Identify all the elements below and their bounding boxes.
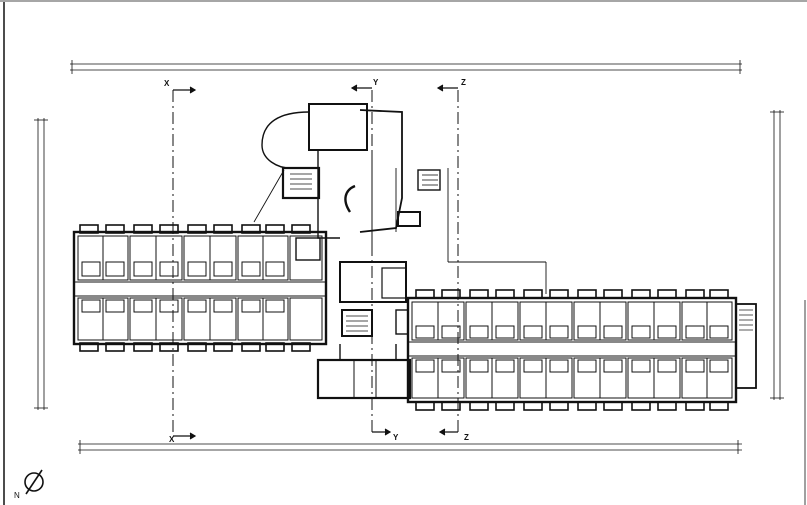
section-cut-lines bbox=[172, 90, 459, 436]
section-marker-z-bottom: Z bbox=[464, 433, 469, 442]
north-arrow-label: N bbox=[14, 491, 20, 500]
left-wing-south-rooms bbox=[77, 297, 323, 341]
left-wing-north-rooms bbox=[77, 235, 323, 281]
dimension-lines bbox=[34, 60, 784, 454]
section-marker-y-top: Y bbox=[373, 78, 379, 87]
section-marker-x-bottom: X bbox=[169, 435, 175, 444]
north-arrow-icon: N bbox=[14, 469, 44, 500]
right-wing-balconies bbox=[415, 289, 729, 411]
section-marker-y-bottom: Y bbox=[393, 433, 399, 442]
site-lines bbox=[253, 168, 547, 294]
section-marker-z-top: Z bbox=[461, 78, 466, 87]
right-wing-south-rooms bbox=[411, 357, 733, 399]
section-arrows bbox=[173, 84, 458, 440]
left-wing bbox=[72, 224, 328, 352]
section-marker-x-top: X bbox=[164, 79, 170, 88]
left-wing-balconies bbox=[79, 224, 311, 352]
right-wing bbox=[406, 289, 757, 411]
central-core bbox=[261, 103, 441, 400]
right-wing-north-rooms bbox=[411, 301, 733, 341]
